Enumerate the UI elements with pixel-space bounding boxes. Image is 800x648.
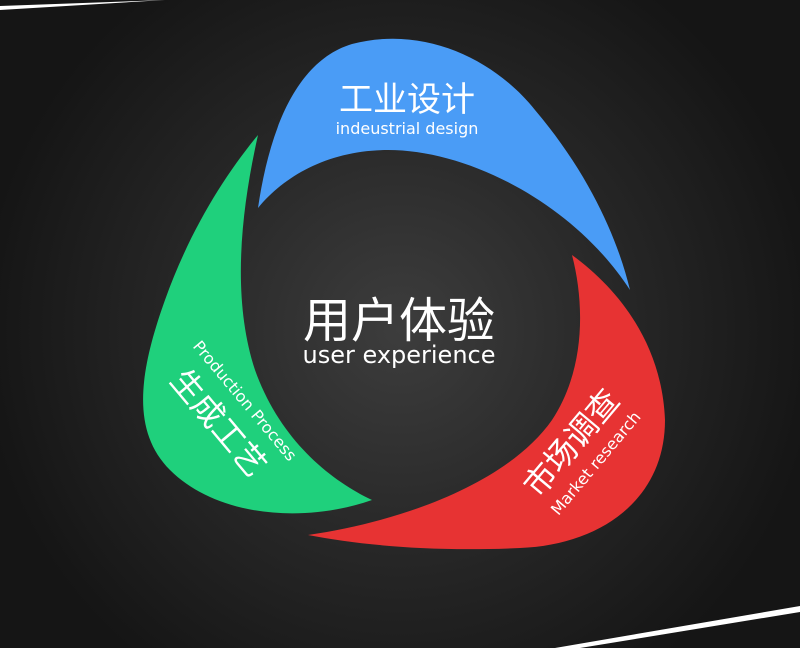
segment-market-research — [308, 255, 665, 550]
top-left-stripe — [0, 0, 165, 10]
segment-title-industrial-design: 工业设计 — [339, 80, 475, 120]
segment-industrial-design — [258, 38, 630, 291]
segment-production-process — [143, 135, 372, 514]
segment-subtitle-industrial-design: indeustrial design — [336, 119, 479, 138]
bottom-right-stripe — [555, 606, 800, 648]
center-subtitle: user experience — [303, 341, 496, 369]
center-title: 用户体验 — [303, 293, 495, 349]
